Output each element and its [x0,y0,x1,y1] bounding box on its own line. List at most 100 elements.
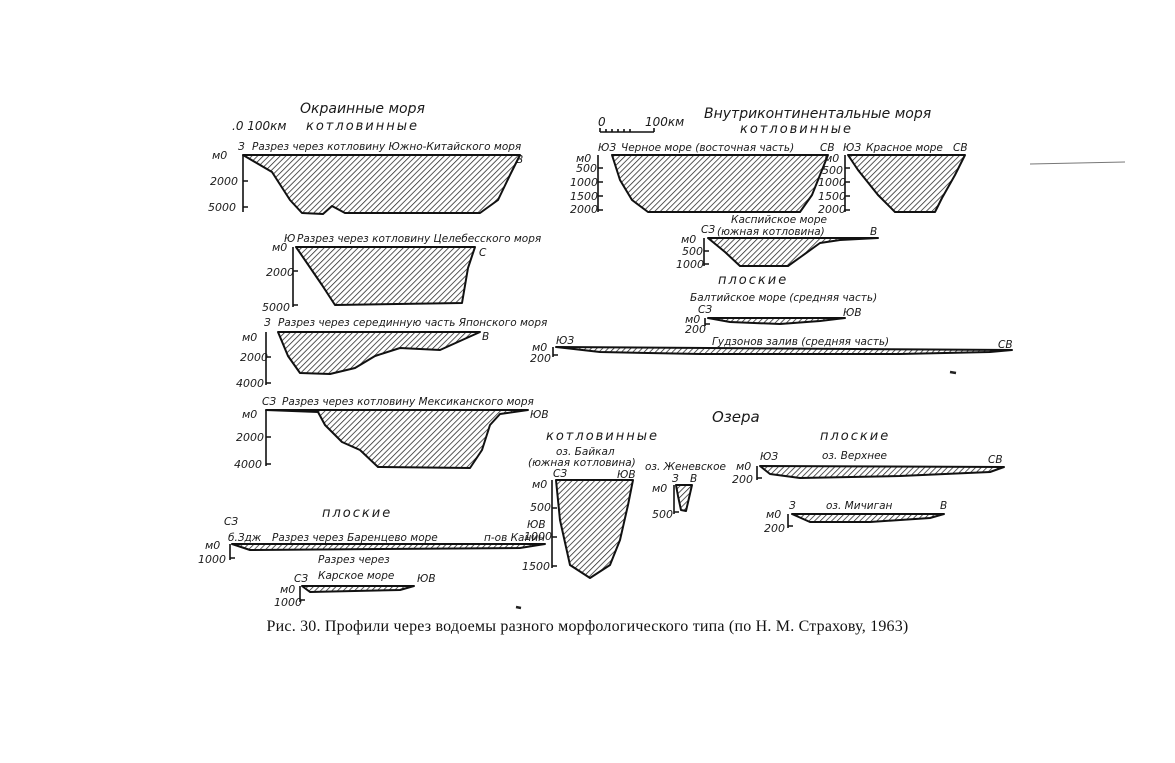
depth-axis [265,410,271,466]
profile-shape [791,513,945,523]
profile-shape [301,585,415,593]
depth-axis [552,347,558,357]
heading-inland-flat: плоские [718,273,788,288]
profile-lake-michigan: З оз. Мичиган В м0 200 [764,500,947,535]
profile-label: ЮВ [417,573,436,585]
depth-tick: 1500 [522,560,550,573]
depth-axis [299,586,305,602]
profile-shape [611,154,829,213]
depth-tick: 1000 [524,530,552,543]
heading-marginal-basin: котловинные [306,119,419,134]
depth-tick: 5000 [208,201,236,214]
profile-label: В [940,500,947,512]
profile-label: В [690,473,697,485]
profile-label: СВ [998,339,1013,351]
depth-tick: м0 [824,152,839,165]
depth-tick: 500 [576,162,597,175]
profile-label: С [479,247,487,259]
profile-shape [847,154,966,213]
profile-label: п-ов Канин [484,532,545,544]
profile-baltic-sea: Балтийское море (средняя часть) СЗ ЮВ м0… [685,292,877,336]
profile-label: СЗ [224,516,238,528]
depth-axis [704,318,710,326]
depth-tick: 200 [732,473,753,486]
heading-lakes: Озера [712,408,760,426]
profile-label: В [482,331,489,343]
depth-axis [787,514,793,528]
depth-axis [551,480,557,568]
profile-title: Карское море [318,570,394,582]
profile-title: оз. Мичиган [826,500,893,512]
depth-axis [756,466,762,480]
depth-tick: 1000 [570,176,598,189]
profile-shape [295,246,476,306]
stray-mark [949,370,957,375]
profile-label: З [264,317,271,329]
profile-title: оз. Байкал [556,446,615,458]
profile-title: Разрез через Баренцево море [272,532,438,544]
depth-tick: м0 [212,149,227,162]
stray-mark [1029,161,1126,165]
heading-lakes-basin: котловинные [546,429,659,444]
profile-title: Каспийское море [731,214,827,226]
depth-tick: м0 [652,482,667,495]
profile-shape [707,237,879,267]
profile-label: З [238,141,245,153]
depth-tick: 1000 [198,553,226,566]
profile-title: оз. Женевское [645,461,726,473]
profile-label: ЮЗ [556,335,574,347]
depth-tick: м0 [532,341,547,354]
heading-inland-basin: котловинные [740,122,853,137]
profile-title: (южная котловина) [717,226,825,238]
profile-label: ЮЗ [598,142,616,154]
figure-caption: Рис. 30. Профили через водоемы разного м… [266,618,909,635]
profile-hudson-bay: ЮЗ Гудзонов залив (средняя часть) СВ м0 … [530,335,1013,365]
depth-tick: 500 [530,501,551,514]
heading-marginal-seas: Окраинные моря [300,101,425,117]
depth-axis [265,332,271,385]
profile-celebes-sea: Ю Разрез через котловину Целебесского мо… [262,233,541,314]
profile-lake-geneva: оз. Женевское З В м0 500 [645,461,726,521]
depth-tick: м0 [736,460,751,473]
profile-title: Разрез через котловину Южно-Китайского м… [252,141,521,153]
heading-marginal-flat: плоские [322,506,392,521]
profile-title: оз. Верхнее [822,450,887,462]
profile-label: СВ [820,142,835,154]
depth-tick: 4000 [234,458,262,471]
profile-shape [277,331,481,375]
depth-tick: м0 [280,583,295,596]
profile-label: СЗ [698,304,712,316]
profile-sea-of-japan: З Разрез через серединную часть Японског… [236,317,547,390]
heading-inland-seas: Внутриконтинентальные моря [704,106,931,122]
profile-label: ЮЗ [760,451,778,463]
profile-label: СВ [988,454,1003,466]
depth-axis [597,155,603,212]
profile-label: ЮВ [617,469,636,481]
profile-label: СЗ [553,468,567,480]
profile-gulf-of-mexico: СЗ Разрез через котловину Мексиканского … [234,396,549,471]
profile-title: Разрез через серединную часть Японского … [278,317,547,329]
profile-title: Разрез через котловину Мексиканского мор… [282,396,534,408]
depth-tick: 500 [682,245,703,258]
depth-tick: м0 [766,508,781,521]
profile-south-china-sea: З Разрез через котловину Южно-Китайского… [208,141,523,215]
scale-bar [599,128,655,133]
depth-tick: м0 [272,241,287,254]
profile-lake-baikal: оз. Байкал (южная котловина) СЗ ЮВ м0 50… [522,446,636,579]
depth-tick: м0 [532,478,547,491]
profile-shape [555,346,1013,355]
depth-axis [229,544,235,560]
profile-label: З [789,500,796,512]
depth-tick: 2000 [210,175,238,188]
profile-label: СЗ [294,573,308,585]
depth-tick: 2000 [240,351,268,364]
profile-caspian-sea: Каспийское море (южная котловина) СЗ В м… [676,214,879,271]
profile-label: В [516,154,523,166]
profile-black-sea: ЮЗ Черное море (восточная часть) СВ м0 5… [570,142,835,216]
depth-axis [703,238,709,266]
profile-shape [707,317,846,325]
depth-axis [242,155,248,212]
heading-lakes-flat: плоские [820,429,890,444]
profile-shape [675,484,693,512]
